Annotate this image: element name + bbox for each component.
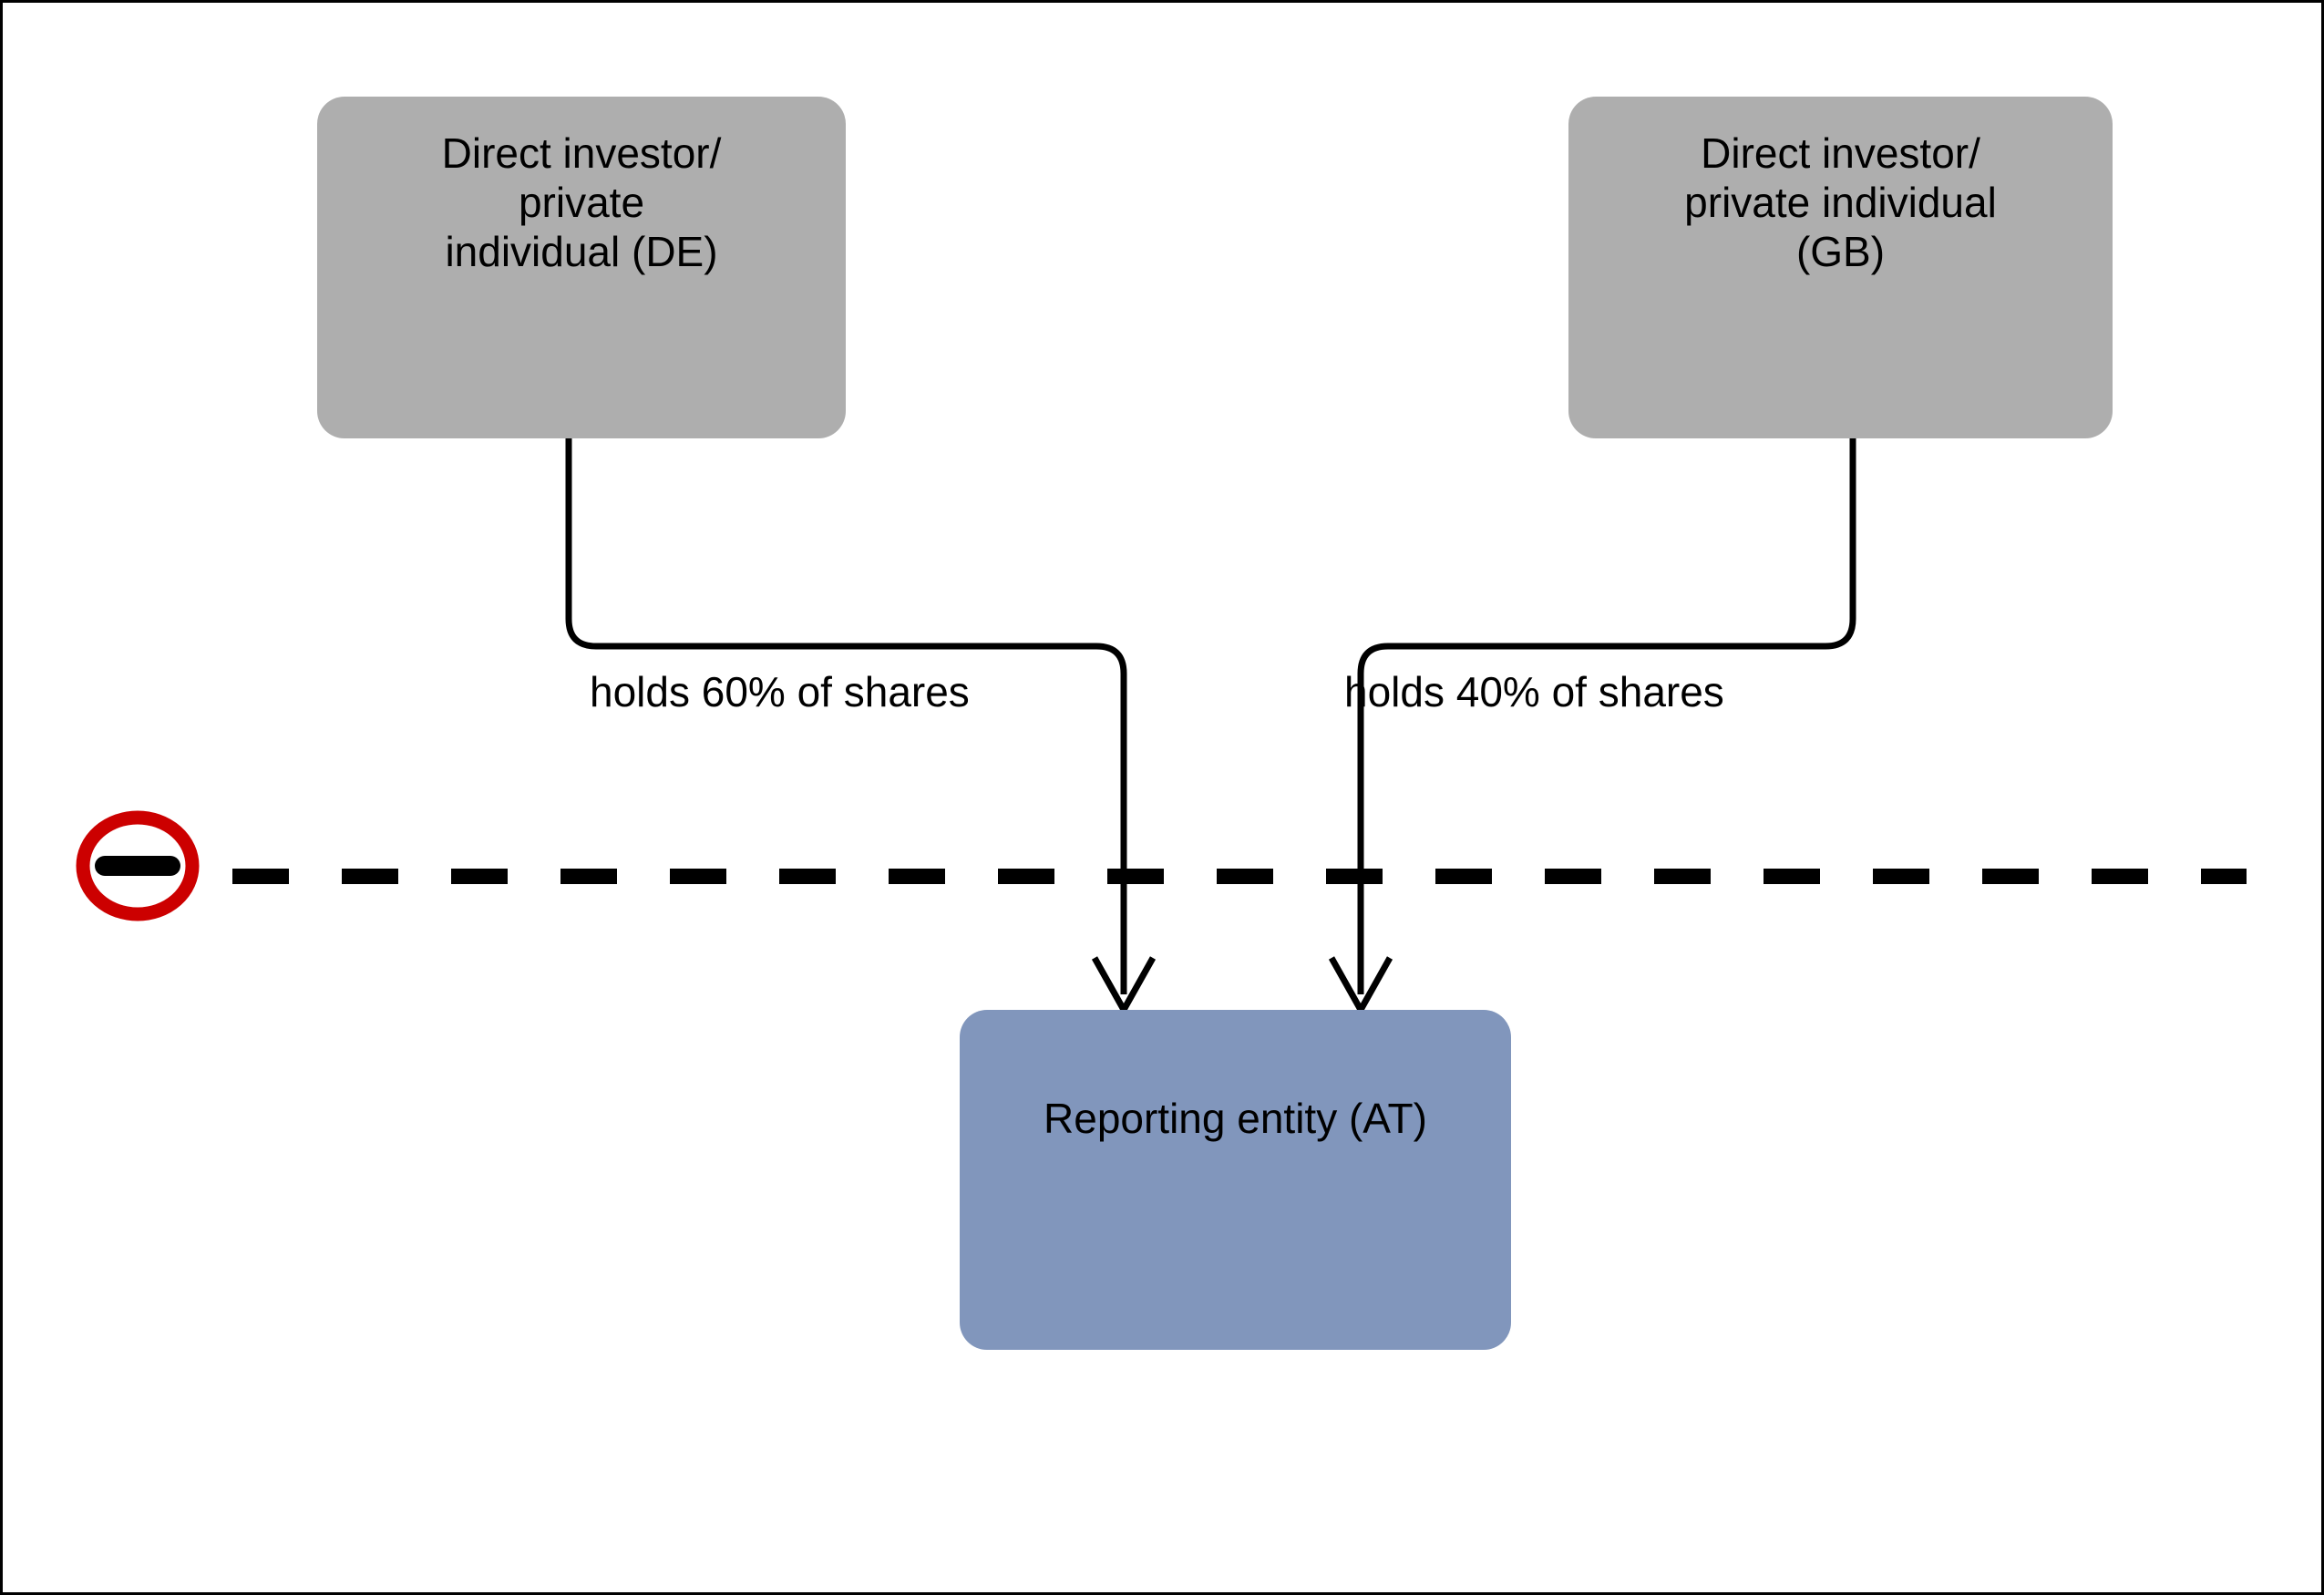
node-direct-investor-gb[interactable]: Direct investor/ private individual (GB) (1568, 97, 2113, 438)
arrowhead-de-to-at (1091, 956, 1157, 1017)
edge-label-gb-to-at: holds 40% of shares (1344, 668, 1724, 715)
no-entry-border-icon (76, 810, 200, 921)
node-reporting-entity-at[interactable]: Reporting entity (AT) (960, 1010, 1511, 1350)
edge-path-de-to-at (565, 438, 1127, 994)
edge-label-de-to-at: holds 60% of shares (590, 668, 970, 715)
edge-path-gb-to-at (1357, 438, 1856, 994)
node-reporting-entity-at-label: Reporting entity (AT) (1044, 1095, 1427, 1142)
node-direct-investor-gb-label: Direct investor/ private individual (GB) (1684, 129, 1997, 275)
national-border-dashed-line (232, 869, 2247, 884)
node-direct-investor-de[interactable]: Direct investor/ private individual (DE) (317, 97, 846, 438)
arrowhead-gb-to-at (1328, 956, 1393, 1017)
node-direct-investor-de-label: Direct investor/ private individual (DE) (441, 129, 722, 275)
